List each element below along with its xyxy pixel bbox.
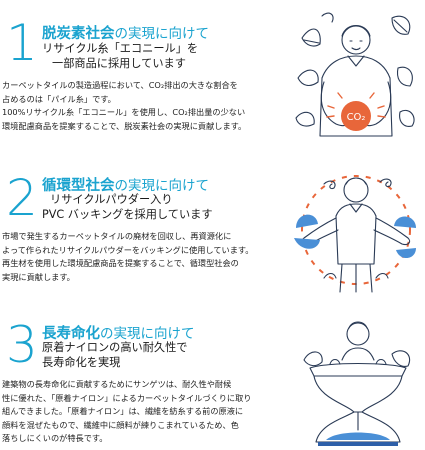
illustration-person-in-hourglass: [303, 321, 410, 446]
subtitle-line: 原着ナイロンの高い耐久性で: [42, 341, 188, 354]
section-number: 1: [6, 14, 38, 72]
headline-strong: 循環型社会: [42, 178, 115, 194]
section-decarbonization: 1 脱炭素社会の実現に向けて リサイクル糸「エコニール」を 一部商品に採用してい…: [0, 0, 425, 150]
section-subtitle: リサイクルパウダー入り PVC バッキングを採用しています: [42, 193, 213, 222]
section-body: 建築物の長寿命化に貢献するためにサンゲツは、耐久性や耐候 性に優れた、「原着ナイ…: [2, 378, 422, 446]
section-body: カーペットタイルの製造過程において、CO₂排出の大きな割合を 占めるのは「パイル…: [2, 79, 277, 133]
headline-rest: の実現に向けて: [114, 26, 210, 42]
section-body: 市場で発生するカーペットタイルの廃材を回収し、再資源化に よって作られたリサイク…: [2, 230, 277, 284]
subtitle-line: PVC バッキングを採用しています: [42, 207, 213, 221]
body-line: 顔料を混ぜたもので、繊維中に顔料が練りこまれているため、色: [2, 419, 239, 430]
body-line: よって作られたリサイクルパウダーをバッキングに使用しています。: [2, 244, 254, 255]
body-line: 性に優れた、「原着ナイロン」によるカーペットタイルづくりに取り: [2, 392, 252, 403]
subtitle-line: 一部商品に採用しています: [52, 56, 186, 70]
section-headline: 循環型社会の実現に向けて: [42, 174, 209, 195]
body-line: 100%リサイクル糸「エコニール」を使用し、CO₂排出量の少ない: [2, 107, 246, 118]
body-line: 建築物の長寿命化に貢献するためにサンゲツは、耐久性や耐候: [2, 379, 232, 389]
headline-rest: の実現に向けて: [100, 326, 195, 342]
subtitle-line: リサイクルパウダー入り: [50, 193, 173, 206]
body-line: 再生材を使用した環境配慮商品を提案することで、循環型社会の: [2, 258, 239, 269]
section-subtitle: 原着ナイロンの高い耐久性で 長寿命化を実現: [42, 341, 187, 370]
body-line: 市場で発生するカーペットタイルの廃材を回収し、再資源化に: [2, 231, 232, 241]
illustration-person-recycling-circle: [294, 175, 416, 293]
section-number: 2: [6, 169, 38, 227]
section-circular-society: 2 循環型社会の実現に向けて リサイクルパウダー入り PVC バッキングを採用し…: [0, 150, 425, 300]
section-number: 3: [6, 316, 38, 374]
subtitle-line: リサイクル糸「エコニール」を: [42, 42, 199, 55]
section-headline: 脱炭素社会の実現に向けて: [42, 22, 209, 43]
section-headline: 長寿命化の実現に向けて: [42, 322, 195, 343]
section-long-life: 3 長寿命化の実現に向けて 原着ナイロンの高い耐久性で 長寿命化を実現 建築物の…: [0, 300, 425, 450]
body-line: 落ちしにくいのが特長です。: [2, 433, 108, 444]
headline-strong: 脱炭素社会: [42, 26, 115, 42]
co2-badge: CO₂: [347, 112, 366, 123]
illustration-person-hugging-co2: CO₂: [295, 12, 415, 137]
subtitle-line: 長寿命化を実現: [42, 355, 121, 369]
headline-strong: 長寿命化: [42, 326, 100, 342]
body-line: カーペットタイルの製造過程において、CO₂排出の大きな割合を: [2, 80, 238, 90]
body-line: 組んできました。「原着ナイロン」は、繊維を紡糸する前の原液に: [2, 406, 244, 417]
body-line: 実現に貢献します。: [2, 271, 75, 282]
body-line: 環境配慮商品を提案することで、脱炭素社会の実現に貢献します。: [2, 120, 247, 131]
section-subtitle: リサイクル糸「エコニール」を 一部商品に採用しています: [42, 42, 198, 71]
body-line: 占めるのは「パイル糸」です。: [2, 93, 116, 104]
headline-rest: の実現に向けて: [114, 178, 210, 194]
